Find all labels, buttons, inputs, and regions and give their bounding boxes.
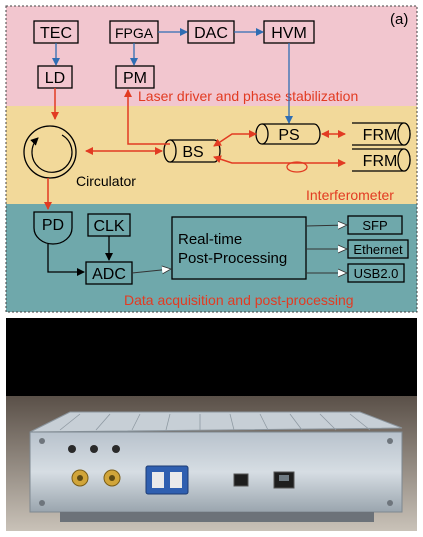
circulator-arrow [30, 134, 73, 173]
arrow-bs-pm [124, 89, 170, 145]
arrow-pd-adc [47, 244, 85, 276]
circulator-ring [23, 125, 77, 179]
led-icon [90, 445, 98, 453]
usb-block [347, 263, 405, 283]
enclosure-front [29, 431, 403, 513]
enclosure-top [29, 411, 403, 433]
laser-region [6, 6, 417, 106]
frm2-block [352, 148, 411, 172]
frm2-label: FRM [363, 153, 398, 170]
processing-label-1: Real-time [178, 231, 242, 248]
pd-block [33, 211, 73, 245]
adc-label: ADC [92, 266, 126, 283]
led-icon [68, 445, 76, 453]
ethernet-label: Ethernet [353, 242, 403, 257]
processing-label-2: Post-Processing [178, 250, 287, 267]
screw-icon [387, 438, 393, 444]
hvm-label: HVM [271, 25, 307, 42]
dac-label: DAC [194, 25, 228, 42]
daq-caption: Data acquisition and post-processing [124, 292, 354, 308]
usb-label: USB2.0 [354, 266, 399, 281]
pm-block [115, 65, 155, 89]
arrow-processing-sfp [305, 225, 347, 226]
usb-port-icon [233, 473, 249, 487]
pd-label: PD [42, 217, 64, 234]
frm1-block [352, 122, 411, 146]
fiber-loop [286, 161, 308, 173]
ld-label: LD [45, 70, 65, 87]
ps-label: PS [278, 127, 299, 144]
frm1-label: FRM [363, 127, 398, 144]
screw-icon [387, 500, 393, 506]
led-icon [112, 445, 120, 453]
tec-label: TEC [40, 25, 72, 42]
interferometer-caption: Interferometer [306, 187, 394, 203]
enclosure-base [60, 512, 374, 522]
bs-label: BS [182, 144, 203, 161]
arrow-bs-frm2 [213, 155, 346, 167]
fpga-label: FPGA [115, 25, 154, 41]
circulator [23, 125, 77, 179]
arrow-adc-processing [131, 269, 171, 273]
arrow-bs-ps [213, 130, 257, 147]
screw-icon [39, 500, 45, 506]
circulator-label: Circulator [76, 173, 136, 189]
screw-icon [39, 438, 45, 444]
pm-label: PM [123, 70, 147, 87]
device-photo [6, 318, 417, 531]
ethernet-block [347, 239, 409, 259]
panel-label: (a) [390, 11, 408, 28]
diagram-border [5, 5, 418, 313]
heat-sink-fins [59, 413, 371, 431]
clk-label: CLK [93, 218, 124, 235]
processing-block [171, 216, 307, 280]
sfp-label: SFP [362, 218, 387, 233]
sfp-block [347, 215, 403, 235]
laser-region-caption: Laser driver and phase stabilization [138, 88, 358, 104]
